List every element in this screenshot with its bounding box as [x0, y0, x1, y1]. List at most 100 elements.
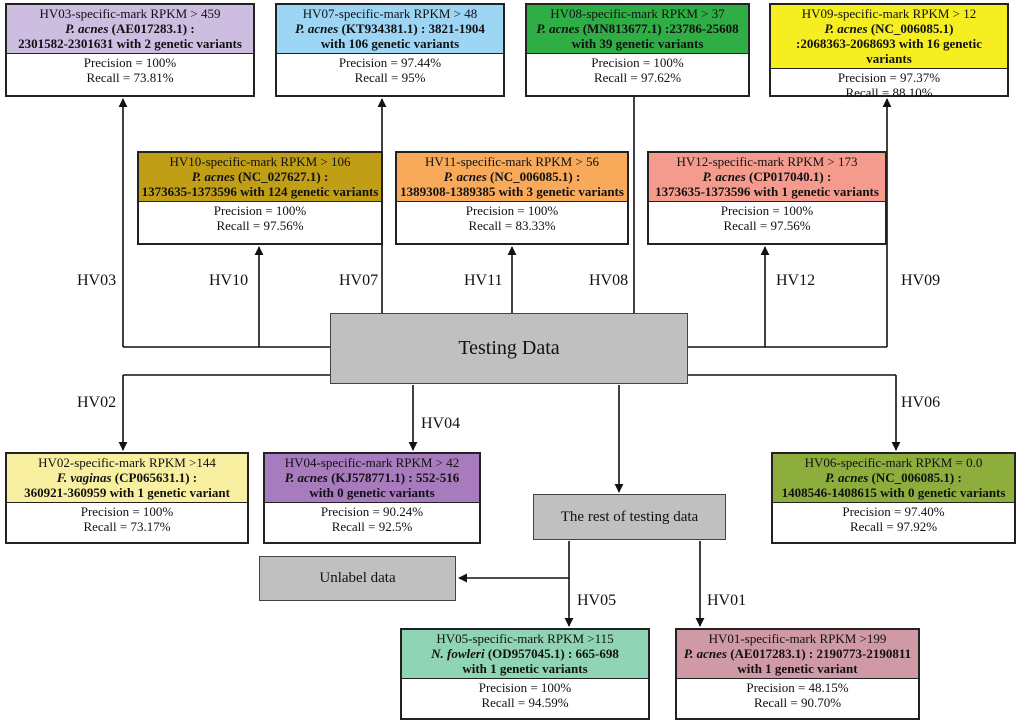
- organism-name: P. acnes: [65, 21, 109, 36]
- edge-label-hv08: HV08: [589, 272, 629, 289]
- node-title: HV02-specific-mark RPKM >144: [38, 455, 216, 470]
- variant-range: 1373635-1373596 with 124 genetic variant…: [141, 184, 379, 199]
- precision-value: Precision = 97.44%: [338, 55, 442, 70]
- precision-value: Precision = 100%: [720, 203, 814, 218]
- node-metrics: Precision = 100% Recall = 97.56%: [139, 202, 381, 233]
- node-title: HV01-specific-mark RPKM >199: [708, 631, 887, 646]
- node-metrics: Precision = 48.15% Recall = 90.70%: [677, 679, 918, 710]
- rest-data-label: The rest of testing data: [560, 508, 699, 525]
- node-hv09: HV09-specific-mark RPKM > 12 P. acnes (N…: [769, 3, 1009, 100]
- precision-value: Precision = 97.40%: [842, 504, 945, 519]
- edge-label-hv06: HV06: [901, 394, 941, 411]
- recall-value: Recall = 97.62%: [593, 70, 682, 85]
- organism-name: P. acnes: [702, 169, 746, 184]
- node-header: HV09-specific-mark RPKM > 12 P. acnes (N…: [771, 5, 1007, 69]
- variant-range: with 0 genetic variants: [309, 485, 435, 500]
- variant-range: 1389308-1389385 with 3 genetic variants: [400, 184, 624, 199]
- testing-data-box: Testing Data: [330, 313, 688, 384]
- organism-name: P. acnes: [824, 21, 868, 36]
- node-hv12: HV12-specific-mark RPKM > 173 P. acnes (…: [647, 151, 887, 245]
- variant-range: 360921-360959 with 1 genetic variant: [24, 485, 230, 500]
- recall-value: Recall = 97.56%: [216, 218, 304, 233]
- node-metrics: Precision = 97.44% Recall = 95%: [277, 54, 503, 85]
- node-metrics: Precision = 90.24% Recall = 92.5%: [265, 503, 479, 534]
- node-header: HV08-specific-mark RPKM > 37 P. acnes (M…: [527, 5, 748, 54]
- precision-value: Precision = 100%: [591, 55, 684, 70]
- organism-name: P. acnes: [295, 21, 339, 36]
- edge-label-hv04: HV04: [421, 415, 461, 432]
- node-title: HV11-specific-mark RPKM > 56: [424, 154, 599, 169]
- node-hv10: HV10-specific-mark RPKM > 106 P. acnes (…: [137, 151, 383, 245]
- edge-label-hv02: HV02: [77, 394, 117, 411]
- accession: (NC_027627.1) :: [234, 169, 329, 184]
- recall-value: Recall = 73.17%: [83, 519, 171, 534]
- accession: (CP065631.1) :: [111, 470, 198, 485]
- edge-label-hv12: HV12: [776, 272, 816, 289]
- precision-value: Precision = 97.37%: [837, 70, 941, 85]
- node-header: HV02-specific-mark RPKM >144 F. vaginas …: [7, 454, 247, 503]
- accession: (KT934381.1) : 3821-1904: [338, 21, 485, 36]
- organism-name: N. fowleri: [431, 646, 485, 661]
- precision-value: Precision = 48.15%: [746, 680, 849, 695]
- edge-label-hv09: HV09: [901, 272, 941, 289]
- variant-range: :2068363-2068693 with 16 genetic variant…: [796, 36, 982, 66]
- edge-label-hv10: HV10: [209, 272, 249, 289]
- node-hv03: HV03-specific-mark RPKM > 459 P. acnes (…: [5, 3, 255, 97]
- unlabel-data-label: Unlabel data: [319, 570, 396, 586]
- node-hv02: HV02-specific-mark RPKM >144 F. vaginas …: [5, 452, 249, 544]
- recall-value: Recall = 95%: [354, 70, 426, 85]
- recall-value: Recall = 90.70%: [753, 695, 842, 710]
- variant-range: with 39 genetic variants: [571, 36, 704, 51]
- node-title: HV05-specific-mark RPKM >115: [436, 631, 614, 646]
- variant-range: 2301582-2301631 with 2 genetic variants: [18, 36, 242, 51]
- node-metrics: Precision = 100% Recall = 73.17%: [7, 503, 247, 534]
- node-title: HV10-specific-mark RPKM > 106: [169, 154, 351, 169]
- edge-label-hv11: HV11: [464, 272, 503, 289]
- organism-name: P. acnes: [536, 21, 580, 36]
- accession: (NC_006085.1) :: [868, 470, 962, 485]
- recall-value: Recall = 92.5%: [331, 519, 413, 534]
- node-hv08: HV08-specific-mark RPKM > 37 P. acnes (M…: [525, 3, 750, 97]
- precision-value: Precision = 100%: [83, 55, 177, 70]
- recall-value: Recall = 88.10%: [845, 85, 933, 100]
- node-header: HV11-specific-mark RPKM > 56 P. acnes (N…: [397, 153, 627, 202]
- node-title: HV07-specific-mark RPKM > 48: [302, 6, 478, 21]
- recall-value: Recall = 94.59%: [481, 695, 569, 710]
- node-header: HV12-specific-mark RPKM > 173 P. acnes (…: [649, 153, 885, 202]
- node-hv07: HV07-specific-mark RPKM > 48 P. acnes (K…: [275, 3, 505, 97]
- node-metrics: Precision = 97.40% Recall = 97.92%: [773, 503, 1014, 534]
- node-title: HV06-specific-mark RPKM = 0.0: [804, 455, 983, 470]
- accession: (AE017283.1) : 2190773-2190811: [726, 646, 912, 661]
- node-header: HV04-specific-mark RPKM > 42 P. acnes (K…: [265, 454, 479, 503]
- edge-label-hv01: HV01: [707, 592, 747, 609]
- node-title: HV08-specific-mark RPKM > 37: [550, 6, 725, 21]
- organism-name: P. acnes: [825, 470, 869, 485]
- node-header: HV06-specific-mark RPKM = 0.0 P. acnes (…: [773, 454, 1014, 503]
- node-metrics: Precision = 100% Recall = 73.81%: [7, 54, 253, 85]
- node-metrics: Precision = 97.37% Recall = 88.10%: [771, 69, 1007, 100]
- recall-value: Recall = 97.56%: [723, 218, 811, 233]
- organism-name: P. acnes: [683, 646, 727, 661]
- node-header: HV01-specific-mark RPKM >199 P. acnes (A…: [677, 630, 918, 679]
- precision-value: Precision = 100%: [465, 203, 559, 218]
- organism-name: P. acnes: [443, 169, 487, 184]
- variant-range: with 1 genetic variants: [462, 661, 588, 676]
- variant-range: with 1 genetic variant: [737, 661, 858, 676]
- organism-name: P. acnes: [191, 169, 235, 184]
- accession: (AE017283.1) :: [108, 21, 195, 36]
- node-metrics: Precision = 100% Recall = 94.59%: [402, 679, 648, 710]
- precision-value: Precision = 90.24%: [320, 504, 424, 519]
- node-header: HV07-specific-mark RPKM > 48 P. acnes (K…: [277, 5, 503, 54]
- variant-range: 1408546-1408615 with 0 genetic variants: [781, 485, 1006, 500]
- edge-label-hv05: HV05: [577, 592, 617, 609]
- recall-value: Recall = 83.33%: [468, 218, 556, 233]
- node-header: HV05-specific-mark RPKM >115 N. fowleri …: [402, 630, 648, 679]
- organism-name: F. vaginas: [56, 470, 112, 485]
- accession: (NC_006085.1) :: [486, 169, 581, 184]
- precision-value: Precision = 100%: [80, 504, 174, 519]
- node-hv01: HV01-specific-mark RPKM >199 P. acnes (A…: [675, 628, 920, 720]
- node-metrics: Precision = 100% Recall = 97.56%: [649, 202, 885, 233]
- node-header: HV10-specific-mark RPKM > 106 P. acnes (…: [139, 153, 381, 202]
- node-header: HV03-specific-mark RPKM > 459 P. acnes (…: [7, 5, 253, 54]
- edge-label-hv03: HV03: [77, 272, 117, 289]
